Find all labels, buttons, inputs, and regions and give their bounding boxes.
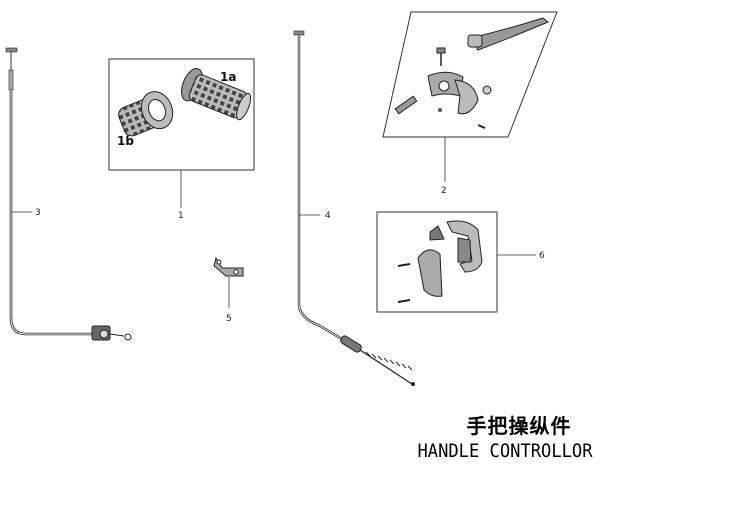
diagram-title-english: HANDLE CONTROLLOR — [417, 440, 593, 462]
callout-6: 6 — [539, 251, 545, 261]
callout-1: 1 — [178, 211, 184, 221]
left-grip-1b — [118, 91, 174, 137]
callout-4: 4 — [325, 211, 331, 221]
bracket-part-5: 5 — [213, 256, 244, 324]
control-cable-part-4: 4 — [293, 30, 415, 386]
callout-5: 5 — [226, 314, 232, 324]
callout-1b: 1b — [117, 134, 134, 148]
right-grip-1a — [181, 68, 252, 121]
callout-2: 2 — [441, 186, 447, 196]
diagram-title-chinese: 手把操纵件 — [466, 414, 572, 438]
callout-1a: 1a — [220, 70, 236, 84]
lever-assembly-part-2: 2 — [382, 11, 558, 196]
grip-set-part-1: 1a 1b 1 — [108, 58, 255, 221]
clamp-set-part-6: 6 — [376, 211, 545, 313]
throttle-cable-part-3: 3 — [5, 47, 132, 341]
callout-3: 3 — [35, 208, 41, 218]
